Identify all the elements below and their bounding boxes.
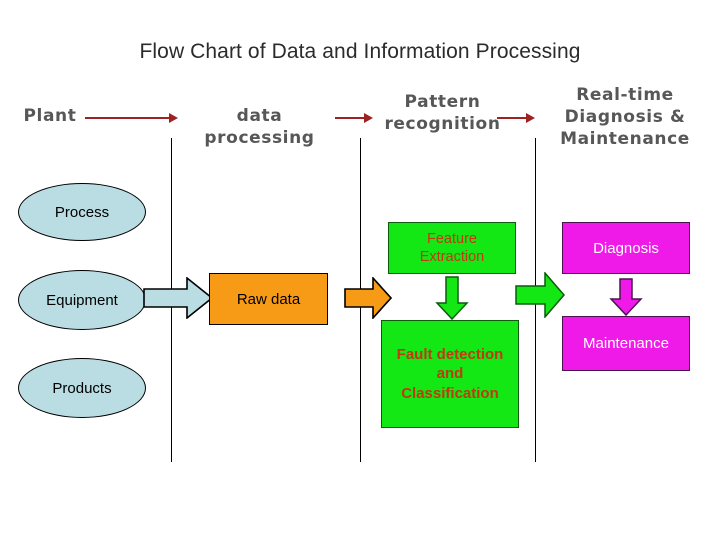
box-diagnosis[interactable]: Diagnosis — [562, 222, 690, 274]
box-feature-extraction-line1: Feature — [427, 230, 477, 247]
lane-label-pattern-recognition-line1: Pattern — [404, 92, 481, 112]
ellipse-products[interactable]: Products — [18, 358, 146, 418]
lane-label-data-processing: data processing — [204, 106, 315, 148]
box-maintenance[interactable]: Maintenance — [562, 316, 690, 371]
block-arrow-diagnosis-to-maintenance-icon — [609, 278, 643, 316]
arrow-pattern-recognition-to-real-time-icon — [497, 111, 535, 125]
box-diagnosis-label: Diagnosis — [593, 239, 659, 257]
lane-label-real-time-line2: Diagnosis & — [564, 106, 686, 127]
lane-label-real-time-line3: Maintenance — [560, 128, 690, 149]
box-fault-detection-line3: Classification — [401, 384, 499, 402]
lane-label-pattern-recognition: Pattern recognition — [375, 92, 510, 136]
box-fault-detection-line2: and — [436, 365, 464, 383]
block-arrow-equipment-to-raw-data-icon — [143, 277, 213, 319]
lane-label-real-time: Real-time Diagnosis & Maintenance — [540, 85, 710, 150]
box-fault-detection-line1: Fault detection — [396, 345, 504, 363]
block-arrow-fault-detection-to-diagnosis-icon — [515, 272, 565, 318]
ellipse-process[interactable]: Process — [18, 183, 146, 241]
ellipse-process-label: Process — [54, 203, 110, 221]
block-arrow-raw-data-to-feature-extraction-icon — [344, 277, 392, 319]
lane-label-plant: Plant — [23, 106, 77, 126]
box-feature-extraction[interactable]: Feature Extraction — [388, 222, 516, 274]
box-fault-detection-and-classification[interactable]: Fault detection and Classification — [381, 320, 519, 428]
box-feature-extraction-line2: Extraction — [419, 249, 485, 265]
arrow-plant-to-data-processing-icon — [85, 111, 178, 125]
page-title: Flow Chart of Data and Information Proce… — [139, 40, 581, 63]
arrow-data-processing-to-pattern-recognition-icon — [335, 111, 373, 125]
ellipse-equipment-label: Equipment — [46, 291, 118, 309]
block-arrow-feature-extraction-to-fault-detection-icon — [435, 276, 469, 320]
ellipse-products-label: Products — [52, 379, 112, 397]
ellipse-equipment[interactable]: Equipment — [18, 270, 146, 330]
box-maintenance-label: Maintenance — [583, 335, 669, 352]
box-raw-data[interactable]: Raw data — [209, 273, 328, 325]
lane-label-real-time-line1: Real-time — [576, 85, 674, 105]
box-raw-data-label: Raw data — [236, 290, 301, 308]
lane-label-pattern-recognition-line2: recognition — [384, 113, 501, 134]
